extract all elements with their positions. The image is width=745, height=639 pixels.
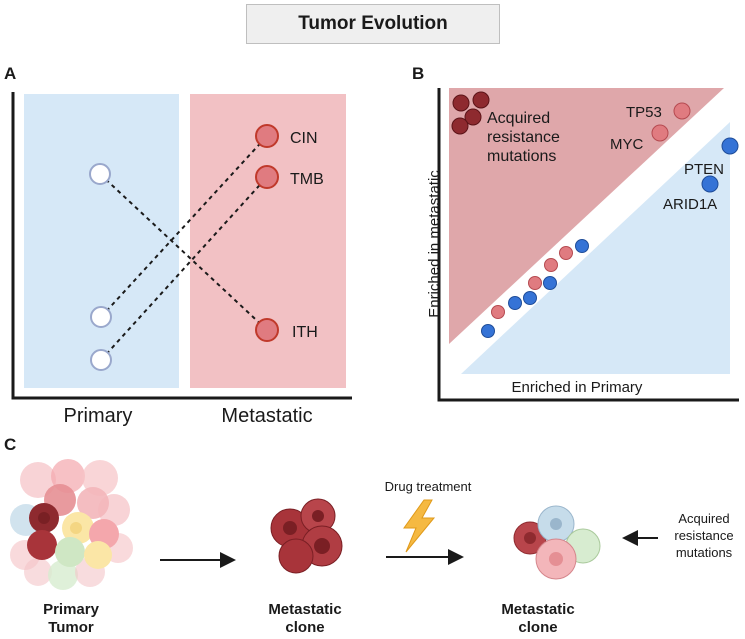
gene-dot-arid1a: [701, 175, 719, 193]
label-metastatic: Metastatic: [221, 405, 312, 427]
diagonal-dot-blue: [575, 239, 589, 253]
stage1-label-line2: Tumor: [48, 619, 94, 636]
gene-dot-pten: [721, 137, 739, 155]
gene-label-tp53: TP53: [626, 104, 662, 121]
primary-node: [89, 163, 111, 185]
label-primary: Primary: [64, 405, 133, 427]
diagonal-dot-blue: [543, 276, 557, 290]
cluster-label-line1: Acquired: [487, 110, 550, 127]
primary-region: [24, 94, 179, 388]
dark-red-dot: [464, 108, 482, 126]
primary-node: [90, 306, 112, 328]
gene-dot-tp53: [673, 102, 691, 120]
gene-dot-myc: [651, 124, 669, 142]
diagonal-dot-red: [528, 276, 542, 290]
gene-label-pten: PTEN: [684, 161, 724, 178]
diagonal-dot-blue: [508, 296, 522, 310]
dark-red-dot: [472, 91, 490, 109]
gene-label-arid1a: ARID1A: [663, 196, 717, 213]
y-axis-label: Enriched in metastatic: [426, 170, 443, 318]
primary-tumor-cells: [10, 459, 133, 590]
diagonal-dot-red: [544, 258, 558, 272]
label-ith: ITH: [292, 324, 318, 341]
metastatic-enriched-region: [449, 88, 724, 344]
stage3-label-line2: clone: [518, 619, 557, 636]
panel-a: CIN TMB ITH Primary Metastatic: [11, 92, 352, 427]
label-tmb: TMB: [290, 171, 324, 188]
stage1-label-line1: Primary: [43, 601, 100, 618]
dark-red-dot: [452, 94, 470, 112]
panel-a-letter: A: [4, 64, 17, 83]
resistant-clone-cells: [513, 505, 601, 580]
annotation-line3: mutations: [676, 545, 733, 560]
metastatic-clone-cells: [270, 498, 343, 574]
dark-red-dot: [451, 117, 469, 135]
diagonal-dot-red: [559, 246, 573, 260]
label-cin: CIN: [290, 130, 318, 147]
diagonal-dot-blue: [523, 291, 537, 305]
panel-c: Drug treatment Acquired resistance mutat…: [10, 459, 734, 636]
metastatic-node-cin: [255, 124, 279, 148]
connector-line: [100, 135, 268, 318]
stage2-label-line2: clone: [285, 619, 324, 636]
panel-b-letter: B: [412, 64, 425, 83]
gene-label-myc: MYC: [610, 136, 644, 153]
diagonal-dot-red: [491, 305, 505, 319]
panel-b: Enriched in metastatic Enriched in Prima…: [426, 88, 739, 402]
cluster-label-line3: mutations: [487, 148, 556, 165]
metastatic-node-ith: [255, 318, 279, 342]
primary-enriched-region: [461, 122, 730, 374]
figure-title: Tumor Evolution: [246, 4, 500, 44]
connector-line: [100, 176, 268, 361]
lightning-icon: [403, 499, 436, 553]
cluster-label-line2: resistance: [487, 129, 560, 146]
stage2-label-line1: Metastatic: [268, 601, 341, 618]
metastatic-node-tmb: [255, 165, 279, 189]
stage3-label-line1: Metastatic: [501, 601, 574, 618]
diagonal-dot-blue: [481, 324, 495, 338]
panel-c-letter: C: [4, 435, 17, 454]
annotation-line2: resistance: [674, 528, 733, 543]
connector-line: [99, 173, 268, 331]
annotation-line1: Acquired: [678, 511, 729, 526]
x-axis-label: Enriched in Primary: [512, 379, 643, 396]
primary-node: [90, 349, 112, 371]
drug-treatment-label: Drug treatment: [385, 479, 472, 494]
